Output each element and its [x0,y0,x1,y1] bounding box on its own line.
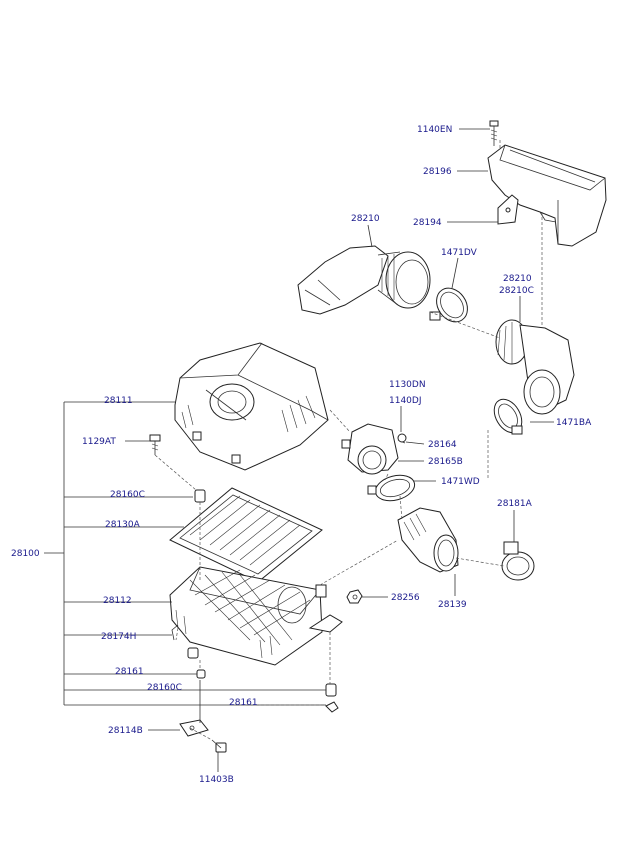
label-28194: 28194 [413,218,442,228]
label-28114B: 28114B [108,726,143,736]
bracket-28194 [497,194,519,225]
clamp-1471BA [493,398,523,435]
bolt-1140EN [489,120,499,146]
label-1471WD: 1471WD [441,477,480,487]
label-28130A: 28130A [105,520,141,530]
air-cleaner-cover-28111 [174,342,329,471]
label-1471DV: 1471DV [441,248,478,258]
label-1129AT: 1129AT [82,437,116,447]
alignment-lines [154,140,543,741]
label-28196: 28196 [423,167,452,177]
grommet-28161-a [196,669,206,679]
clamp-1471WD [367,474,416,502]
air-cleaner-body-28112 [169,566,343,666]
elbow-duct-28210C [495,319,575,415]
label-28160C-lower: 28160C [147,683,182,693]
nut-28256 [346,589,363,604]
clamp-28181A [501,541,535,581]
part-labels: 1140EN 28196 28194 28210 1471DV 28210 28… [11,125,592,785]
bracket-28114B [179,719,209,737]
label-28164: 28164 [428,440,457,450]
grommet-28160C-upper [194,489,206,503]
label-28210-upper: 28210 [351,214,380,224]
label-28111: 28111 [104,396,133,406]
leader-lines [44,128,554,772]
clamp-1471DV [429,287,468,323]
maf-sensor-28164 [341,423,407,475]
label-28181A: 28181A [497,499,533,509]
label-1140EN: 1140EN [417,125,452,135]
label-28210-lower: 28210 [503,274,532,284]
label-28165B: 28165B [428,457,463,467]
label-11403B: 11403B [199,775,234,785]
label-28139: 28139 [438,600,467,610]
bolt-1129AT [149,434,161,455]
label-28161-upper: 28161 [115,667,144,677]
label-28210C: 28210C [499,286,534,296]
label-28174H: 28174H [101,632,136,642]
label-1130DN: 1130DN [389,380,426,390]
grommet-28160C-lower [325,683,337,697]
label-28160C-upper: 28160C [110,490,145,500]
filter-element-28130A [169,487,323,583]
bolt-11403B [211,739,227,753]
label-28161-lower: 28161 [229,698,258,708]
label-28112: 28112 [103,596,132,606]
grommet-28161-b [325,701,339,713]
label-1140DJ: 1140DJ [389,396,422,406]
label-28256: 28256 [391,593,420,603]
intake-hose-28210 [297,245,431,315]
resonator-28196 [487,144,607,247]
label-1471BA: 1471BA [556,418,592,428]
duct-28139 [397,507,459,573]
label-28100: 28100 [11,549,40,559]
